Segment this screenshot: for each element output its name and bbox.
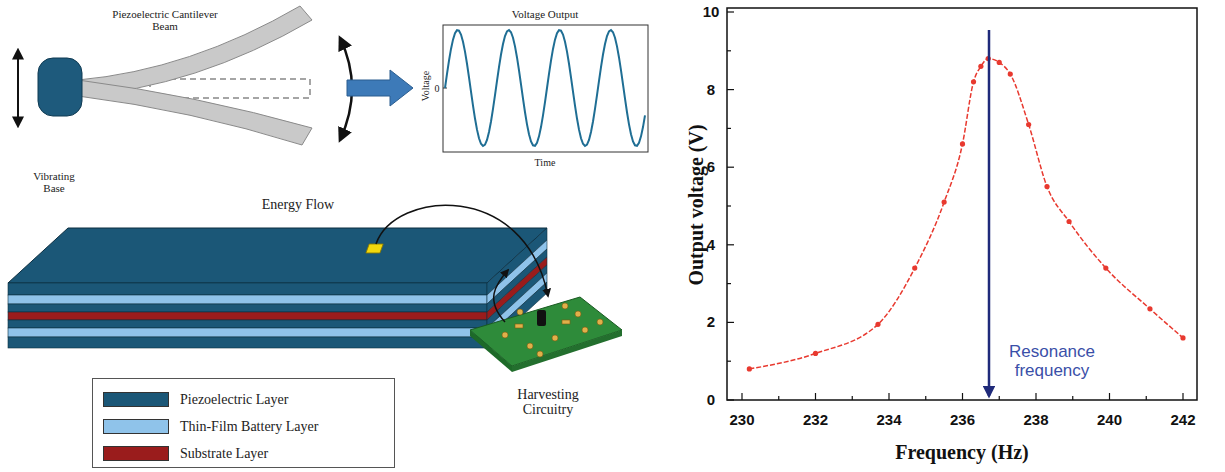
legend-entry: Thin-Film Battery Layer xyxy=(103,413,394,440)
energy-flow-arrow xyxy=(376,205,548,296)
tick-label: 2 xyxy=(707,314,715,331)
tick-label: 4 xyxy=(707,237,715,254)
tick-label: 238 xyxy=(1023,412,1048,429)
legend-swatch xyxy=(103,392,169,407)
tick-label: 230 xyxy=(729,412,754,429)
legend-text: Thin-Film Battery Layer xyxy=(180,419,318,435)
tick-label: 236 xyxy=(950,412,975,429)
axis-label: Voltage xyxy=(420,71,431,101)
legend-entry: Substrate Layer xyxy=(103,440,394,467)
tick-label: 10 xyxy=(703,4,720,21)
plot-title: Voltage Output xyxy=(512,8,579,20)
annotation: Resonance frequency xyxy=(996,343,1108,380)
voltage-curve xyxy=(749,59,1183,369)
axis-title: Frequency (Hz) xyxy=(895,441,1029,463)
base-label: Vibrating Base xyxy=(24,170,84,194)
tick-label: 0 xyxy=(707,392,715,409)
legend-swatch xyxy=(103,446,169,461)
axis-label: Time xyxy=(535,157,556,168)
voltage-wave xyxy=(445,30,645,146)
output-arrow xyxy=(347,70,413,106)
layered-block xyxy=(8,228,547,348)
axis-ticks xyxy=(727,12,1183,400)
tick-label: 6 xyxy=(707,159,715,176)
circuit-label: Harvesting Circuitry xyxy=(508,387,588,418)
axis-title: Output voltage (V) xyxy=(685,124,707,285)
cantilever-beam xyxy=(78,6,312,145)
plot-frame xyxy=(727,8,1197,400)
legend-entry: Piezoelectric Layer xyxy=(103,386,394,413)
electrode-pad xyxy=(366,244,383,253)
voltage-plot-frame xyxy=(443,25,648,152)
tick-label: 232 xyxy=(803,412,828,429)
flow-label: Energy Flow xyxy=(262,197,334,212)
legend: Piezoelectric LayerThin-Film Battery Lay… xyxy=(92,378,395,468)
vibration-arrow xyxy=(18,50,19,126)
beam-label: Piezoelectric Cantilever Beam xyxy=(110,8,220,32)
tick-label: 8 xyxy=(707,81,715,98)
legend-text: Piezoelectric Layer xyxy=(180,392,288,408)
harvesting-circuit-board xyxy=(470,297,622,372)
tick-label: 242 xyxy=(1170,412,1195,429)
axis-value: 0 xyxy=(435,83,440,94)
energy-flow-arrow xyxy=(494,270,508,322)
legend-swatch xyxy=(103,419,169,434)
tick-label: 234 xyxy=(876,412,901,429)
legend-text: Substrate Layer xyxy=(180,446,268,462)
vibrating-base xyxy=(38,58,82,116)
tick-label: 240 xyxy=(1097,412,1122,429)
data-points xyxy=(747,56,1186,372)
resonance-arrow xyxy=(988,30,991,396)
